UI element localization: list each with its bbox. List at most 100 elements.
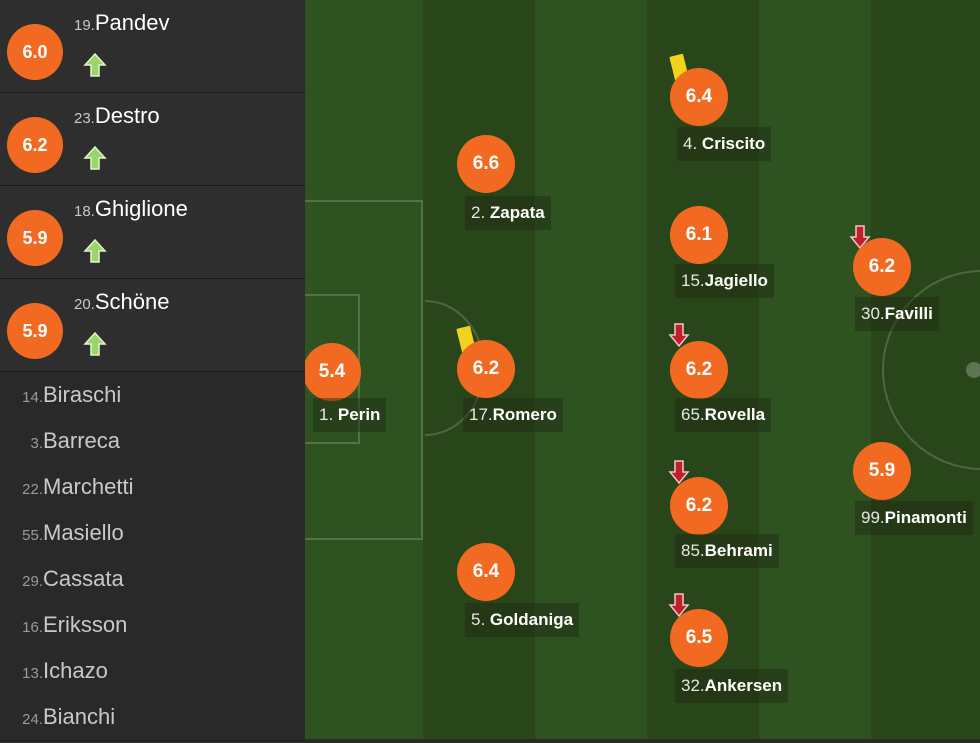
rating-badge[interactable]: 5.4 [305, 343, 361, 401]
bench-player-row[interactable]: 13.Ichazo [0, 648, 305, 695]
shirt-number: 30. [861, 304, 885, 323]
player-name: Rovella [704, 405, 766, 424]
substitute-name: 18.Ghiglione [74, 196, 188, 222]
player-label: 99.Pinamonti [855, 501, 973, 535]
shirt-number: 22. [22, 481, 43, 498]
rating-badge[interactable]: 6.2 [853, 238, 911, 296]
player-label: 65.Rovella [675, 398, 772, 432]
shirt-number: 29. [22, 573, 43, 590]
shirt-number: 85. [681, 541, 705, 560]
player-label: 5. Goldaniga [465, 603, 580, 637]
player-name: Cassata [43, 566, 124, 591]
player-name: Jagiello [704, 271, 768, 290]
bench-player-row[interactable]: 55.Masiello [0, 510, 305, 557]
bench-player-row[interactable]: 24.Bianchi [0, 694, 305, 741]
rating-badge: 6.0 [7, 24, 63, 80]
substitute-row[interactable]: 5.9 18.Ghiglione [0, 186, 305, 279]
player-name: Ghiglione [94, 196, 188, 221]
player-name: Favilli [884, 304, 933, 323]
shirt-number: 32. [681, 676, 705, 695]
player-name: Marchetti [43, 474, 134, 499]
shirt-number: 15. [681, 271, 705, 290]
substitute-name: 23.Destro [74, 103, 160, 129]
pitch-stripe [535, 0, 647, 739]
shirt-number: 19. [74, 17, 95, 34]
player-label: 1. Perin [313, 398, 387, 432]
player-name: Bianchi [43, 704, 116, 729]
player-name: Pandev [94, 10, 170, 35]
substitute-name: 19.Pandev [74, 10, 169, 36]
player-name: Schöne [94, 289, 170, 314]
player-label: 2. Zapata [465, 196, 551, 230]
player-name: Behrami [704, 541, 773, 560]
player-name: Criscito [701, 134, 766, 153]
player-name: Eriksson [43, 612, 128, 637]
bench-player-row[interactable]: 14.Biraschi [0, 372, 305, 419]
player-label: 4. Criscito [677, 127, 772, 161]
player-name: Romero [492, 405, 557, 424]
player-name: Perin [337, 405, 381, 424]
rating-badge: 6.2 [7, 117, 63, 173]
sub-in-arrow-icon [83, 145, 107, 170]
bench-player-row[interactable]: 22.Marchetti [0, 464, 305, 511]
pitch-stripe [759, 0, 871, 739]
player-label: 30.Favilli [855, 297, 939, 331]
substitute-row[interactable]: 5.9 20.Schöne [0, 279, 305, 372]
player-label: 85.Behrami [675, 534, 779, 568]
shirt-number: 23. [74, 110, 95, 127]
rating-badge[interactable]: 6.5 [670, 609, 728, 667]
shirt-number: 5. [471, 610, 486, 629]
player-name: Goldaniga [489, 610, 574, 629]
bench-player-row[interactable]: 16.Eriksson [0, 602, 305, 649]
rating-badge[interactable]: 6.4 [670, 68, 728, 126]
shirt-number: 3. [30, 435, 43, 452]
shirt-number: 55. [22, 527, 43, 544]
shirt-number: 20. [74, 296, 95, 313]
bench-player-row[interactable]: 3.Barreca [0, 418, 305, 465]
bench-player-row[interactable]: 29.Cassata [0, 556, 305, 603]
pitch: 5.4 1. Perin 6.6 2. Zapata 6.2 17.Romero… [305, 0, 980, 739]
rating-badge: 5.9 [7, 210, 63, 266]
shirt-number: 24. [22, 711, 43, 728]
sub-out-arrow-icon [668, 460, 690, 485]
rating-badge[interactable]: 6.4 [457, 543, 515, 601]
shirt-number: 14. [22, 389, 43, 406]
shirt-number: 18. [74, 203, 95, 220]
sub-out-arrow-icon [668, 593, 690, 618]
substitute-row[interactable]: 6.0 19.Pandev [0, 0, 305, 93]
player-label: 15.Jagiello [675, 264, 774, 298]
shirt-number: 13. [22, 665, 43, 682]
player-name: Ichazo [43, 658, 108, 683]
shirt-number: 99. [861, 508, 885, 527]
substitute-row[interactable]: 6.2 23.Destro [0, 93, 305, 186]
player-name: Destro [94, 103, 160, 128]
shirt-number: 1. [319, 405, 334, 424]
shirt-number: 17. [469, 405, 493, 424]
shirt-number: 2. [471, 203, 486, 222]
center-spot [966, 362, 980, 378]
player-name: Masiello [43, 520, 124, 545]
player-name: Pinamonti [884, 508, 967, 527]
player-name: Biraschi [43, 382, 122, 407]
shirt-number: 65. [681, 405, 705, 424]
sub-in-arrow-icon [83, 52, 107, 77]
substitute-name: 20.Schöne [74, 289, 169, 315]
player-name: Barreca [43, 428, 121, 453]
sub-in-arrow-icon [83, 331, 107, 356]
sub-in-arrow-icon [83, 238, 107, 263]
rating-badge[interactable]: 5.9 [853, 442, 911, 500]
rating-badge: 5.9 [7, 303, 63, 359]
penalty-area [305, 200, 423, 540]
rating-badge[interactable]: 6.2 [457, 340, 515, 398]
rating-badge[interactable]: 6.2 [670, 477, 728, 535]
rating-badge[interactable]: 6.1 [670, 206, 728, 264]
rating-badge[interactable]: 6.6 [457, 135, 515, 193]
player-name: Ankersen [704, 676, 783, 695]
player-name: Zapata [489, 203, 545, 222]
shirt-number: 16. [22, 619, 43, 636]
player-label: 17.Romero [463, 398, 563, 432]
player-label: 32.Ankersen [675, 669, 789, 703]
sub-out-arrow-icon [668, 323, 690, 348]
rating-badge[interactable]: 6.2 [670, 341, 728, 399]
shirt-number: 4. [683, 134, 698, 153]
